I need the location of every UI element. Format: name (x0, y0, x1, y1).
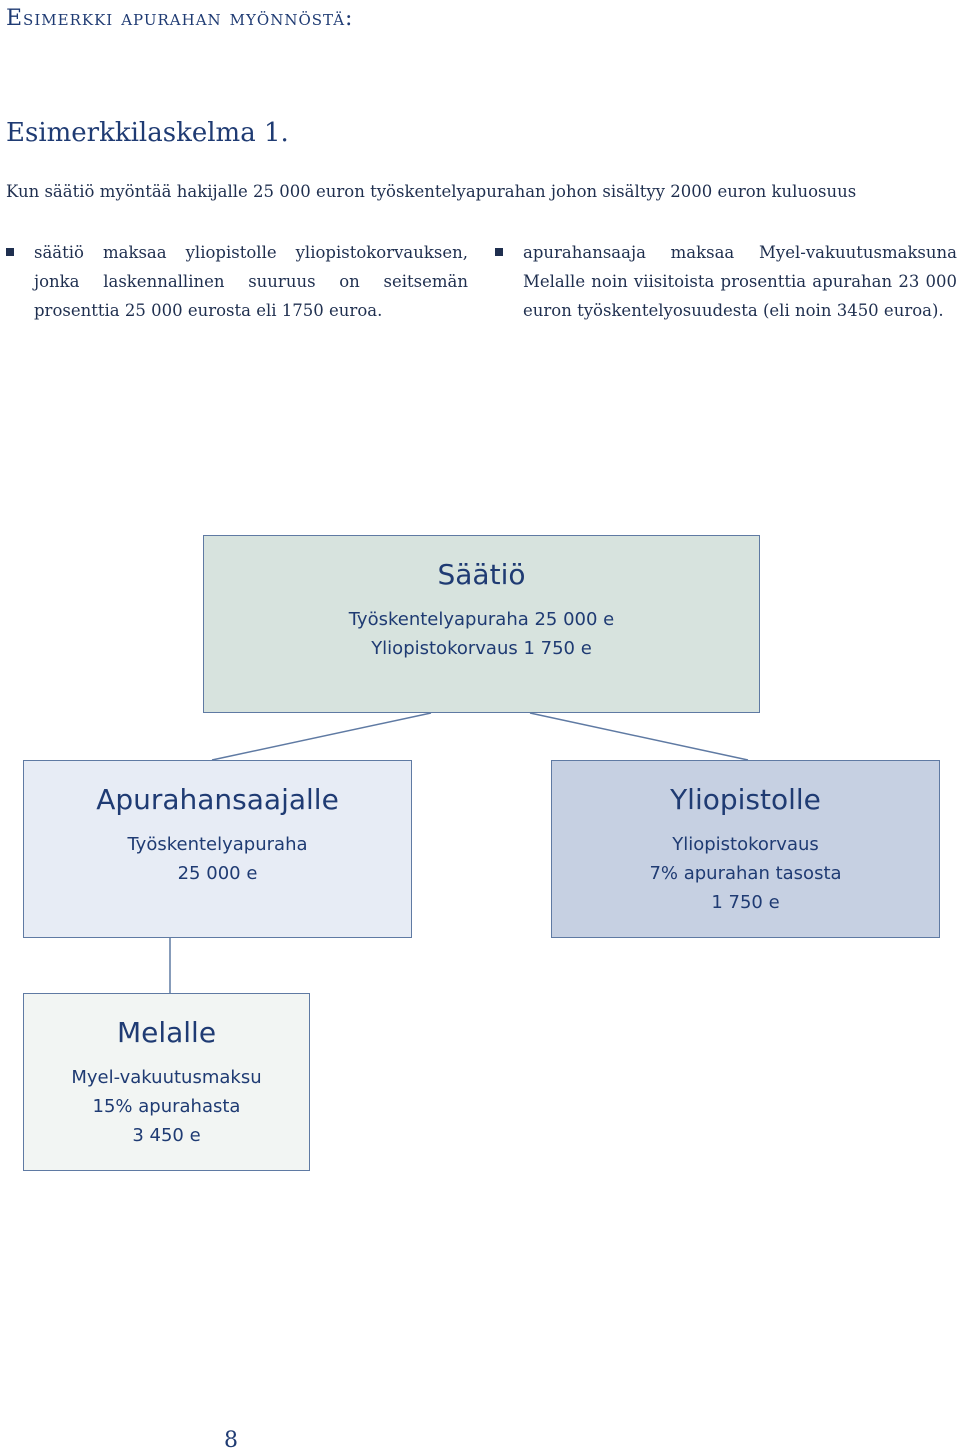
page-number: 8 (224, 1428, 238, 1453)
recipient-line: 25 000 e (177, 863, 258, 884)
bullet-text: apurahansaaja maksaa Myel-vakuutusmaksun… (523, 243, 957, 320)
melalle-line: 3 450 e (132, 1125, 201, 1146)
melalle-box: Melalle Myel-vakuutusmaksu 15% apurahast… (23, 993, 310, 1171)
connector-foundation-university (529, 712, 749, 761)
square-bullet-icon (6, 248, 14, 256)
bullet-myel-insurance: apurahansaaja maksaa Myel-vakuutusmaksun… (495, 238, 957, 325)
recipient-heading: Apurahansaajalle (96, 783, 339, 816)
bullet-text: säätiö maksaa yliopistolle yliopistokorv… (34, 243, 468, 320)
foundation-heading: Säätiö (437, 558, 526, 591)
university-line: Yliopistokorvaus (672, 834, 819, 855)
university-line: 1 750 e (711, 892, 780, 913)
melalle-line: 15% apurahasta (92, 1096, 241, 1117)
section-title: Esimerkki apurahan myönnöstä: (6, 6, 354, 31)
intro-text: Kun säätiö myöntää hakijalle 25 000 euro… (6, 182, 857, 201)
recipient-box: Apurahansaajalle Työskentelyapuraha 25 0… (23, 760, 412, 938)
recipient-line: Työskentelyapuraha (127, 834, 308, 855)
melalle-heading: Melalle (116, 1016, 217, 1049)
foundation-line: Yliopistokorvaus 1 750 e (371, 638, 592, 659)
connector-foundation-recipient (211, 712, 432, 761)
university-heading: Yliopistolle (670, 783, 821, 816)
university-line: 7% apurahan tasosta (649, 863, 842, 884)
university-box: Yliopistolle Yliopistokorvaus 7% apuraha… (551, 760, 940, 938)
bullet-university-compensation: säätiö maksaa yliopistolle yliopistokorv… (6, 238, 468, 325)
square-bullet-icon (495, 248, 503, 256)
foundation-box: Säätiö Työskentelyapuraha 25 000 e Yliop… (203, 535, 760, 713)
example-title: Esimerkkilaskelma 1. (6, 118, 289, 148)
melalle-line: Myel-vakuutusmaksu (71, 1067, 262, 1088)
foundation-line: Työskentelyapuraha 25 000 e (348, 609, 615, 630)
